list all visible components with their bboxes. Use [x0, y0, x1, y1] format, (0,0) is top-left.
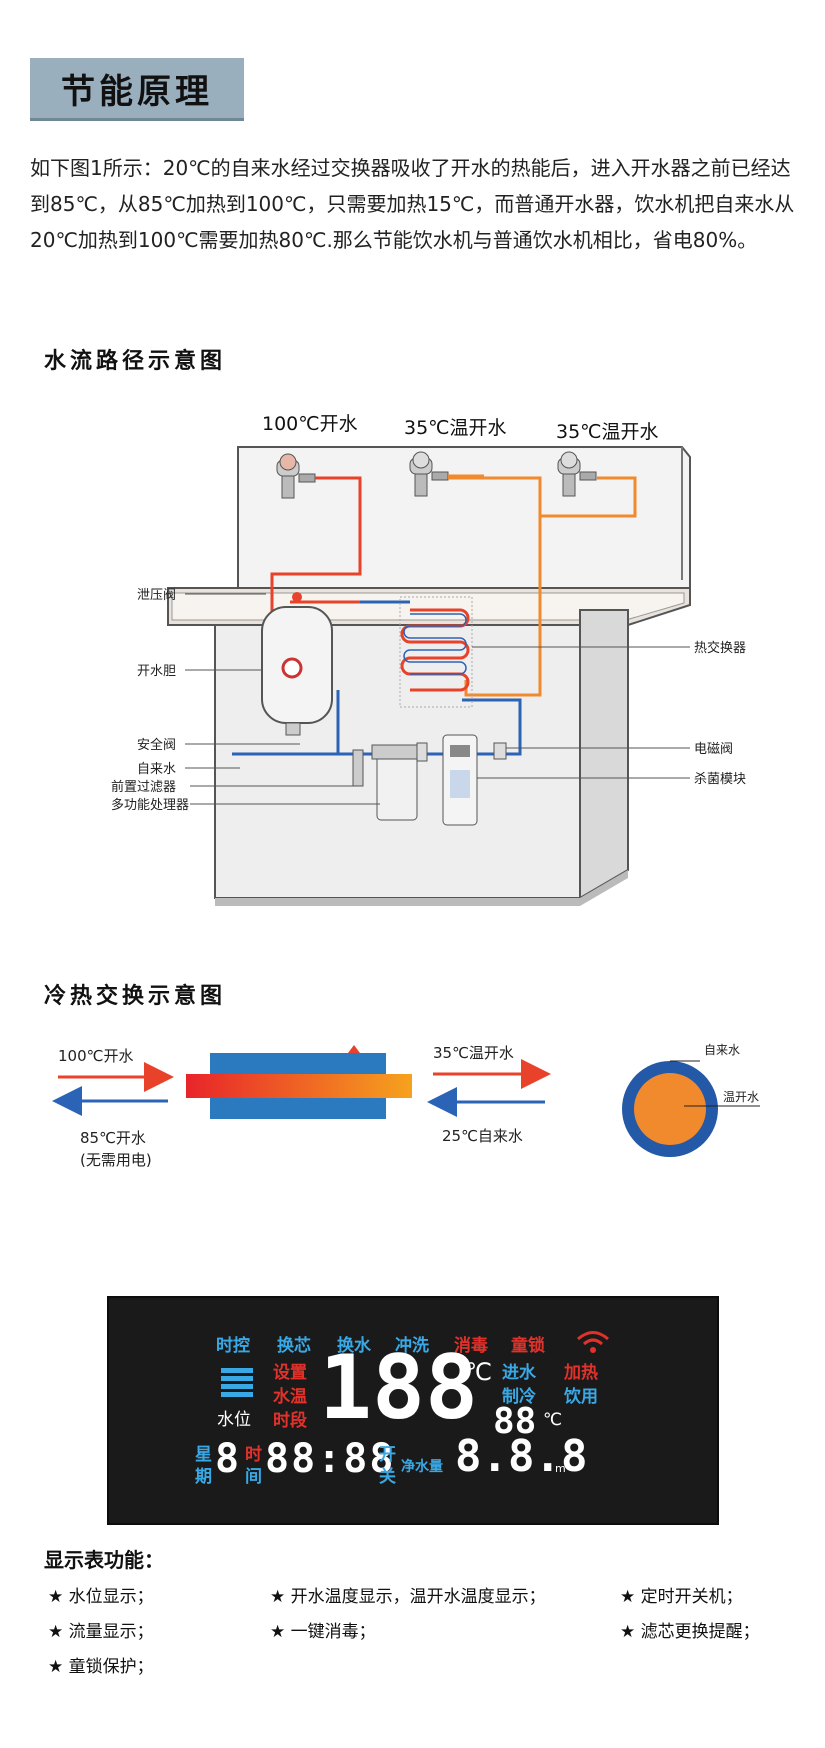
lcd-drinking: 饮用 [564, 1387, 598, 1407]
lcd-small-temp: 88 [493, 1401, 537, 1442]
boiling-pipe [270, 476, 362, 662]
label-circle-outer: 自来水 [704, 1043, 740, 1057]
wifi-icon [577, 1331, 609, 1353]
exchanger-inner [186, 1074, 412, 1098]
lcd-disinfect: 消毒 [454, 1336, 488, 1356]
lcd-small-unit: ℃ [543, 1410, 563, 1430]
label-warm-out: 35℃温开水 [433, 1044, 514, 1062]
lcd-volume: 8.8.8 [455, 1431, 588, 1482]
lcd-time-1: 时 [245, 1445, 262, 1465]
label-safety-valve: 安全阀 [137, 737, 176, 753]
boiling-tank-icon [261, 592, 333, 736]
water-flow-diagram: 100℃开水 35℃温开水 35℃温开水 [111, 413, 746, 906]
lcd-display-panel: 时控 换芯 换水 冲洗 消毒 童锁 水位 设置 水温 时段 188 ℃ 进水 加… [107, 1296, 719, 1525]
label-hot-out: 85℃开水 [80, 1129, 146, 1147]
lcd-unit-m3: m³ [555, 1462, 571, 1475]
label-hot-in: 100℃开水 [58, 1047, 133, 1065]
lcd-water-inlet: 进水 [502, 1363, 536, 1383]
warm-pipe-top [448, 476, 637, 518]
exchange-diagram-title: 冷热交换示意图 [44, 984, 227, 1009]
water-level-icon [221, 1368, 253, 1397]
lcd-water-level: 水位 [217, 1410, 251, 1430]
sterilization-module-icon [442, 734, 478, 826]
lcd-big-temp: 188 [319, 1336, 478, 1439]
intro-paragraph: 如下图1所示：20℃的自来水经过交换器吸收了开水的热能后，进入开水器之前已经达到… [30, 156, 795, 252]
multifunction-processor-icon [371, 744, 423, 821]
tap-warm-2-icon [557, 451, 597, 497]
lcd-week-2: 期 [195, 1467, 212, 1487]
label-tap-water: 自来水 [137, 762, 176, 777]
lcd-replace-water: 换水 [337, 1336, 371, 1356]
lcd-replace-filter: 换芯 [277, 1336, 311, 1356]
lcd-week-1: 星 [195, 1445, 212, 1465]
label-hot-out-note: (无需用电) [80, 1151, 152, 1169]
pre-filter-icon [352, 749, 364, 787]
lcd-cooling: 制冷 [502, 1387, 536, 1407]
label-heat-exchanger: 热交换器 [694, 640, 746, 656]
label-pre-filter: 前置过滤器 [111, 779, 176, 795]
feature-temp-display: ★ 开水温度显示，温开水温度显示； [270, 1587, 546, 1607]
label-boiling-water: 100℃开水 [262, 413, 358, 435]
feature-water-level: ★ 水位显示； [48, 1587, 154, 1607]
feature-filter-reminder: ★ 滤芯更换提醒； [620, 1622, 760, 1642]
label-circle-inner: 温开水 [723, 1090, 759, 1104]
tap-boiling-icon [276, 453, 316, 499]
feature-flow: ★ 流量显示； [48, 1622, 154, 1642]
lcd-setting: 设置 [273, 1363, 307, 1383]
lcd-net-water: 净水量 [401, 1459, 443, 1475]
section-title: 节能原理 [30, 58, 244, 121]
flow-diagram-title: 水流路径示意图 [44, 349, 227, 374]
heat-exchanger [399, 596, 473, 708]
label-processor: 多功能处理器 [111, 797, 189, 813]
label-solenoid-valve: 电磁阀 [694, 742, 733, 757]
feature-disinfect: ★ 一键消毒； [270, 1622, 376, 1642]
lcd-time-2: 间 [245, 1467, 262, 1487]
feature-timer: ★ 定时开关机； [620, 1587, 743, 1607]
lcd-water-temp: 水温 [273, 1387, 307, 1407]
lcd-unit-c: ℃ [465, 1358, 492, 1386]
features-title: 显示表功能： [44, 1548, 164, 1572]
lcd-clock: 88:88 [265, 1436, 396, 1482]
feature-child-lock: ★ 童锁保护； [48, 1657, 154, 1677]
lcd-timer: 时控 [216, 1336, 250, 1356]
label-warm-water-2: 35℃温开水 [556, 421, 659, 443]
safety-valve-icon [416, 742, 428, 762]
lcd-child-lock: 童锁 [511, 1336, 545, 1356]
lcd-on: 开 [379, 1445, 396, 1465]
label-cold-in: 25℃自来水 [442, 1127, 523, 1145]
heat-exchange-diagram: 100℃开水 85℃开水 (无需用电) 35℃温开水 25℃自来水 自来水 温开… [52, 1043, 760, 1169]
lcd-flush: 冲洗 [395, 1336, 429, 1356]
tap-warm-1-icon [409, 451, 449, 497]
label-sterilization: 杀菌模块 [694, 772, 746, 787]
lcd-period: 时段 [273, 1411, 307, 1431]
label-pressure-valve: 泄压阀 [137, 588, 176, 603]
label-tank: 开水胆 [137, 664, 176, 679]
solenoid-valve-icon [493, 742, 507, 760]
label-warm-water-1: 35℃温开水 [404, 417, 507, 439]
lcd-heating: 加热 [564, 1363, 598, 1383]
lcd-week-digit: 8 [215, 1436, 240, 1482]
backsplash-panel [237, 446, 691, 589]
lcd-off: 关 [379, 1467, 396, 1487]
